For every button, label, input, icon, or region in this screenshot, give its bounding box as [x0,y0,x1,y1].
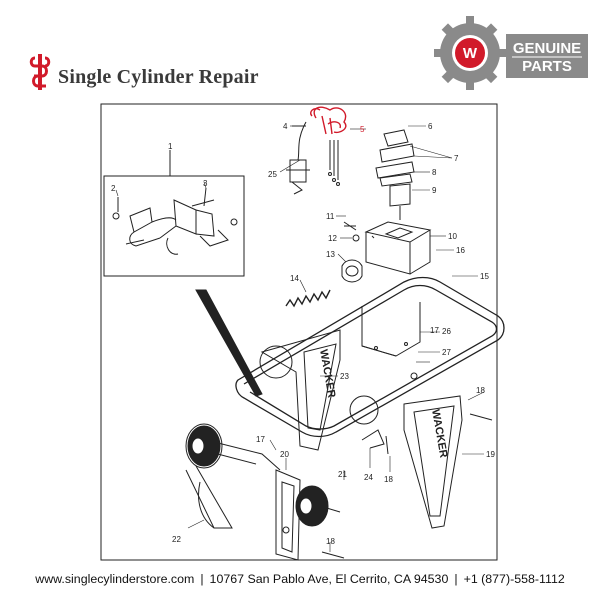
callout-12: 12 [328,234,337,243]
callout-11: 11 [326,212,335,221]
callout-24: 24 [364,473,373,482]
callout-16: 16 [456,246,465,255]
callout-26: 26 [442,327,451,336]
footer-separator-2: | [454,572,458,586]
spring [285,289,331,308]
bracket-assembly [112,187,238,255]
diagram-frame [100,103,498,561]
callout-18a: 18 [476,386,485,395]
callout-7: 7 [454,154,459,163]
bolt-18c [321,551,345,559]
footer-website-link[interactable]: www.singlecylinderstore.com [35,572,195,586]
callout-17a: 17 [430,326,439,335]
handle-frame [235,276,505,438]
bolt-18b [385,435,389,455]
switch-stack [375,129,415,220]
control-box [364,221,432,275]
callout-27: 27 [442,348,451,357]
callout-17b: 17 [256,435,265,444]
footer-contact: www.singlecylinderstore.com | 10767 San Pa… [0,572,600,592]
callout-4: 4 [283,122,288,131]
callout-numbers: 1 2 3 4 5 6 7 8 9 10 11 12 13 14 15 16 1… [111,122,495,546]
wacker-label-right: WACKER [429,408,449,458]
badge-letter: W [463,45,478,62]
footer-phone-link[interactable]: +1 (877)-558-1112 [463,572,565,586]
leader-lines [115,125,485,552]
callout-23: 23 [340,372,349,381]
brand-title: Single Cylinder Repair [58,66,259,88]
wacker-plate-right [349,395,463,529]
inset-box [103,175,245,277]
wheel-bracket-center [275,469,301,561]
callout-1: 1 [168,142,173,151]
callout-13: 13 [326,250,335,259]
coiled-cable [310,106,347,135]
callout-22: 22 [172,535,181,544]
callout-14: 14 [290,274,299,283]
knob [341,259,363,283]
small-screws [343,221,360,242]
callout-8: 8 [432,168,437,177]
wacker-label-left: WACKER [317,348,337,398]
genuine-parts-badge: W GENUINE PARTS [434,16,588,90]
callout-21: 21 [338,470,347,479]
gear-icon [434,16,506,90]
axle-bolt [319,505,341,513]
callout-9: 9 [432,186,437,195]
bolt-18a [469,413,493,421]
callout-6: 6 [428,122,433,131]
hook-clip [361,429,385,449]
callout-25: 25 [268,170,277,179]
callout-5: 5 [360,125,365,134]
callout-10: 10 [448,232,457,241]
callout-15: 15 [480,272,489,281]
callout-19: 19 [486,450,495,459]
single-cylinder-logo-icon [29,54,51,90]
wacker-plate-left [259,329,341,451]
footer-separator-1: | [200,572,204,586]
callout-3: 3 [203,179,208,188]
callout-20: 20 [280,450,289,459]
badge-line2: PARTS [522,58,572,75]
nut [410,372,418,380]
callout-18b: 18 [384,475,393,484]
mount-bracket [361,302,421,357]
callout-18c: 18 [326,537,335,546]
footer-address: 10767 San Pablo Ave, El Cerrito, CA 9453… [209,572,449,586]
callout-2: 2 [111,184,116,193]
badge-line1: GENUINE [513,40,581,57]
